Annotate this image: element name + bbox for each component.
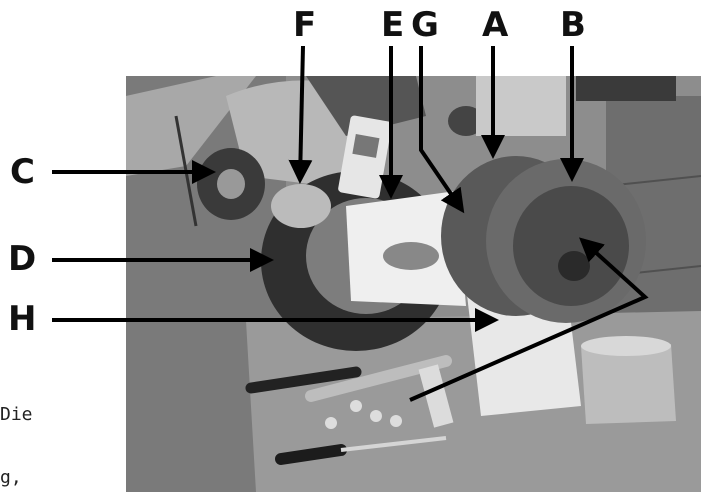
arrow-g xyxy=(419,46,465,214)
phone xyxy=(576,76,676,101)
nut4 xyxy=(325,417,337,429)
socket xyxy=(418,364,454,428)
paving xyxy=(126,76,256,176)
nut2 xyxy=(370,410,382,422)
arrow-hub xyxy=(409,237,649,402)
paint-tin-rim xyxy=(581,336,671,356)
label-d: D xyxy=(8,239,37,279)
small-wheel-hub xyxy=(217,169,245,199)
label-b: B xyxy=(560,5,586,45)
nut1 xyxy=(350,400,362,412)
tube xyxy=(271,184,331,228)
label-h: H xyxy=(8,299,37,339)
paint-tin xyxy=(581,344,676,424)
leaflet-picture xyxy=(383,242,439,270)
knob xyxy=(448,106,484,136)
label-a: A xyxy=(482,5,509,45)
gauge xyxy=(338,115,392,199)
label-e: E xyxy=(381,5,405,45)
label-f: F xyxy=(293,5,317,45)
scooter-top xyxy=(306,76,426,136)
hammer-handle xyxy=(245,366,362,394)
label-g: G xyxy=(411,5,439,45)
screwdriver-handle xyxy=(275,444,347,465)
rim-centre xyxy=(513,186,629,306)
arrow-f xyxy=(288,45,313,184)
label-c: C xyxy=(10,152,35,192)
nut3 xyxy=(390,415,402,427)
cut-text-line1: Die xyxy=(0,404,33,425)
screwdriver-shaft xyxy=(340,436,447,452)
gauge-display xyxy=(352,134,380,158)
ratchet xyxy=(305,355,452,402)
cut-text-line2: g, xyxy=(0,467,22,488)
